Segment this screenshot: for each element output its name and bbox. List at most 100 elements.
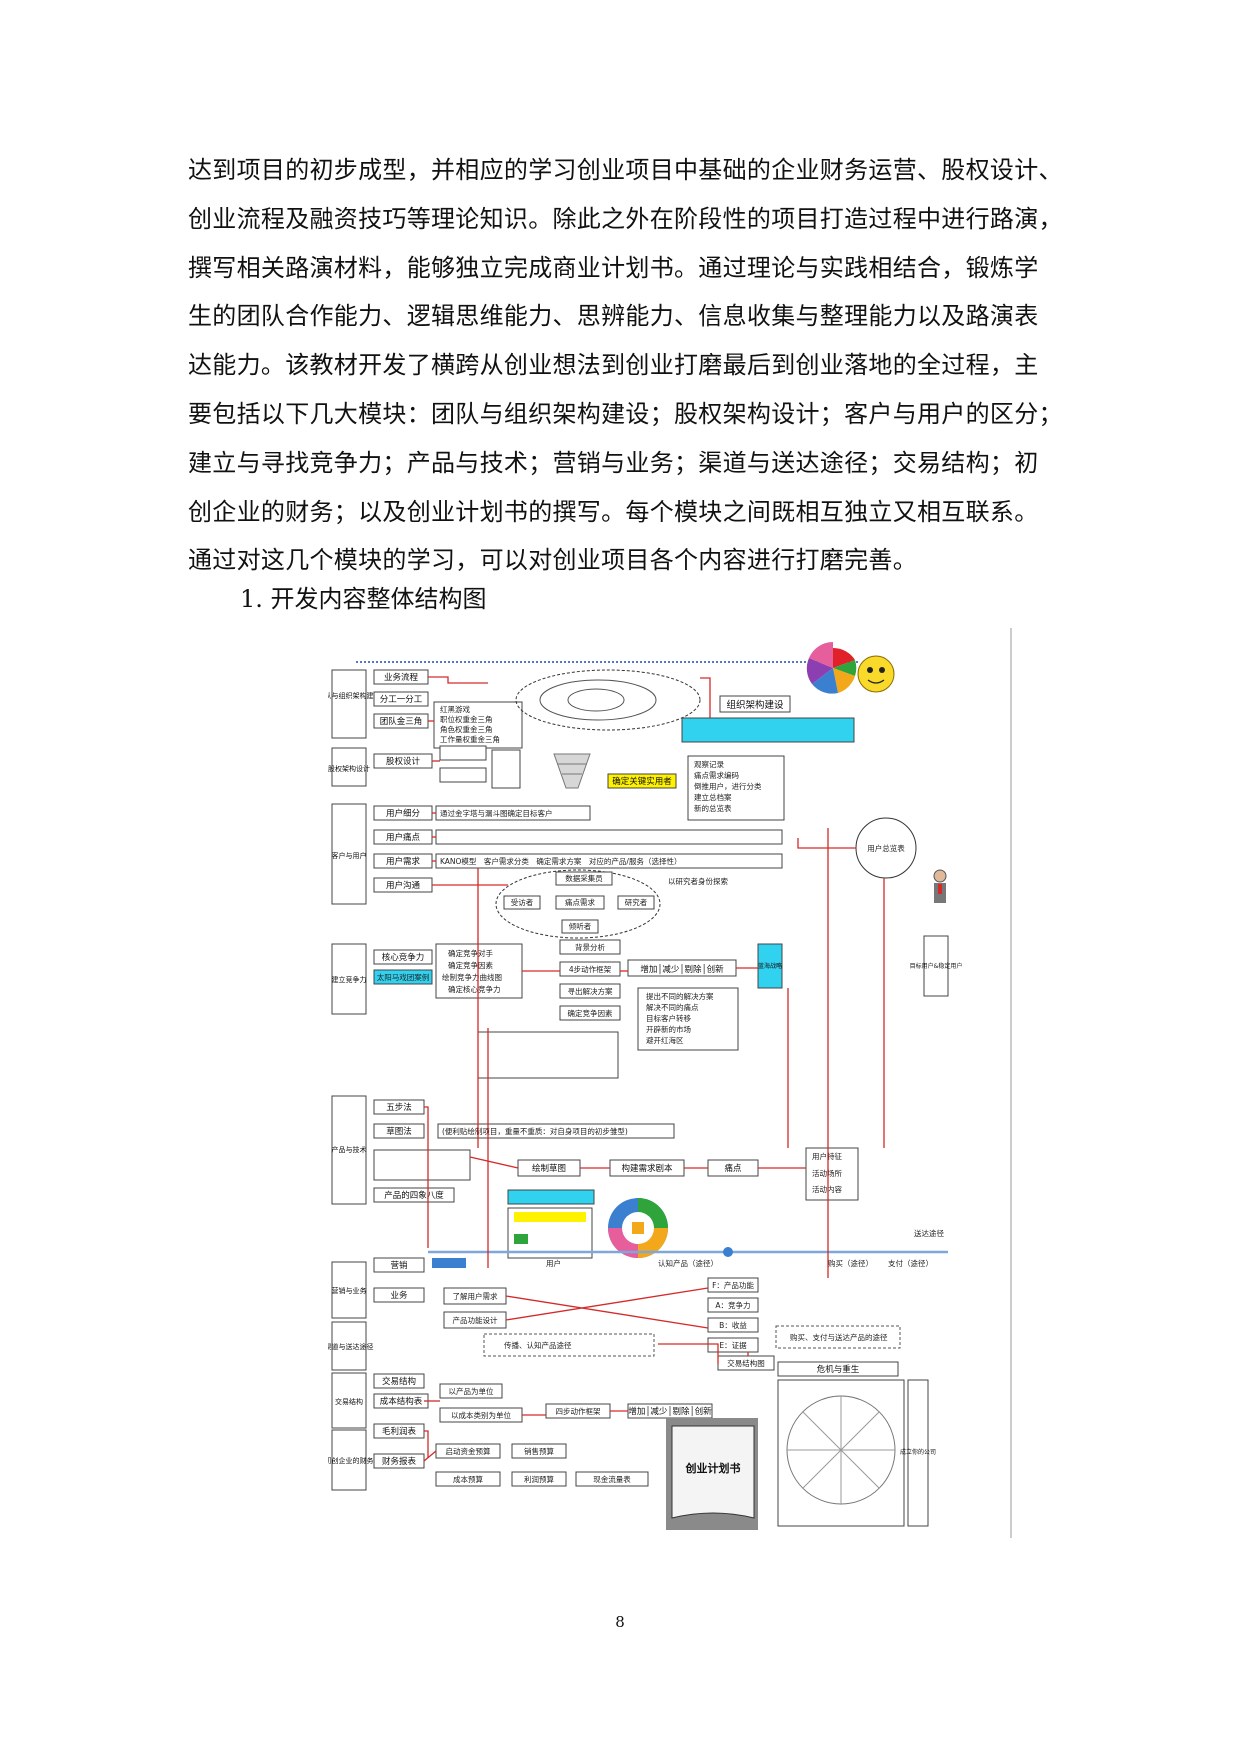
user-overview-label: 用户总览表 <box>867 843 905 853</box>
finance-item: 财务报表 <box>382 1456 417 1467</box>
body-line: 达到项目的初步成型，并相应的学习创业项目中基础的企业财务运营、股权设计、 <box>188 156 1063 184</box>
org-build-label: 组织架构建设 <box>726 699 784 711</box>
target-user-box <box>923 935 949 997</box>
competition-step: 绘制竞争力曲线图 <box>442 972 502 982</box>
section-heading: 1. 开发内容整体结构图 <box>240 585 487 613</box>
structure-diagram: .bx{fill:#fff;stroke:#444;stroke-width:1… <box>328 628 1013 1538</box>
channel-note: 传播、认知产品途径 <box>504 1340 572 1350</box>
customer-note: KANO模型 客户需求分类 确定需求方案 对应的产品/服务（选择性） <box>440 856 681 866</box>
color-wheel-icon <box>806 642 895 694</box>
research-node: 受访者 <box>511 897 534 907</box>
body-paragraph: 达到项目的初步成型，并相应的学习创业项目中基础的企业财务运营、股权设计、 创业流… <box>188 146 1063 585</box>
user-trait: 活动内容 <box>812 1184 842 1194</box>
body-line: 要包括以下几大模块：团队与组织架构建设；股权架构设计；客户与用户的区分； <box>188 399 1063 428</box>
crisis-label: 危机与重生 <box>817 1364 860 1375</box>
research-ellipse <box>495 869 661 939</box>
user-trait: 活动场所 <box>812 1168 842 1178</box>
deal-note: 四步动作框架 <box>556 1406 601 1416</box>
product-item: 产品的四象八度 <box>384 1190 444 1201</box>
deal-note: 交易结构图 <box>727 1358 765 1368</box>
product-flow: 构建需求剧本 <box>621 1163 673 1174</box>
solution-item: 提出不同的解决方案 <box>646 991 714 1001</box>
connector-lines <box>423 676 885 1462</box>
marketing-item: 业务 <box>390 1290 408 1301</box>
funnel-label: 用户 <box>546 1258 561 1268</box>
customer-item: 用户痛点 <box>386 832 421 843</box>
deal-note: 以成本类别为单位 <box>451 1410 511 1420</box>
budget-item: 成本预算 <box>453 1474 483 1484</box>
product-flow: 痛点 <box>724 1163 742 1174</box>
marketing-note: 产品功能设计 <box>453 1315 498 1325</box>
structure-diagram-svg: .bx{fill:#fff;stroke:#444;stroke-width:1… <box>328 628 1012 1538</box>
deal-section: 交易结构 成本结构表 毛利润表 以产品为单位 以成本类别为单位 四步动作框架 增… <box>373 1355 775 1439</box>
solution-item: 目标客户转移 <box>646 1013 691 1023</box>
body-line: 生的团队合作能力、逻辑思维能力、思辨能力、信息收集与整理能力以及路演表 <box>188 302 1039 331</box>
product-section: 五步法 草图法 产品的四象八度 (便利贴绘制项目，重量不重质：对自身项目的初步雏… <box>373 1099 859 1259</box>
person-icon <box>933 869 947 903</box>
customer-note: 通过金字塔与漏斗图确定目标客户 <box>440 808 553 818</box>
customer-section: 用户细分 用户痛点 用户需求 用户沟通 通过金字塔与漏斗图确定目标客户 KANO… <box>373 805 783 939</box>
marketing-section: 营销 业务 用户 认知产品（途径） 购买（途径） 支付（途径） 送达途径 了解用… <box>373 1228 948 1353</box>
customer-item: 用户细分 <box>386 808 421 819</box>
product-flow: 绘制草图 <box>532 1163 566 1174</box>
key-user-label: 确定关键实用者 <box>612 776 672 787</box>
channel-note: 购买、支付与送达产品的途径 <box>790 1332 888 1342</box>
business-plan-scroll: 创业计划书 <box>666 1418 758 1530</box>
body-line: 建立与寻找竞争力；产品与技术；营销与业务；渠道与送达途径；交易结构；初 <box>188 448 1039 477</box>
competition-highlight: 太阳马戏团案例 <box>377 972 430 982</box>
observation-item: 痛点需求编码 <box>694 770 739 780</box>
deal-item: 毛利润表 <box>382 1426 417 1437</box>
fabe-item: A：竞争力 <box>715 1300 750 1310</box>
body-line: 创企业的财务；以及创业计划书的撰写。每个模块之间既相互独立又相互联系。 <box>188 497 1039 526</box>
fabe-item: E：证据 <box>719 1341 747 1350</box>
funnel-label: 支付（途径） <box>888 1258 933 1268</box>
budget-item: 销售预算 <box>524 1446 554 1456</box>
funnel-label: 送达途径 <box>914 1228 944 1238</box>
team-item: 团队金三角 <box>380 716 423 727</box>
marketing-note: 了解用户需求 <box>453 1291 498 1301</box>
observation-item: 观察记录 <box>694 759 724 769</box>
module-product: 产品与技术 <box>332 1145 367 1154</box>
module-column: 团队与组织架构建设 股权架构设计 客户与用户 建立竞争力 产品与技术 营销与业务… <box>328 669 381 1491</box>
body-line: 创业流程及融资技巧等理论知识。除此之外在阶段性的项目打造过程中进行路演， <box>188 204 1063 233</box>
business-plan-label: 创业计划书 <box>685 1461 741 1475</box>
four-actions: 增加│减少│剔除│创新 <box>628 1406 712 1417</box>
funnel-label: 购买（途径） <box>828 1258 873 1268</box>
team-game: 职位权重金三角 <box>440 714 493 724</box>
competition-step: 确定竞争因素 <box>448 960 493 970</box>
budget-item: 现金流量表 <box>593 1474 631 1484</box>
org-highlight-box <box>681 717 855 743</box>
deal-note: 以产品为单位 <box>449 1386 494 1396</box>
page-number: 8 <box>615 1613 625 1631</box>
deal-item: 成本结构表 <box>380 1396 423 1407</box>
team-item: 业务流程 <box>384 672 419 683</box>
crisis-section: 危机与重生 成立你的公司 <box>777 1361 936 1527</box>
competition-analysis: 确定竞争因素 <box>568 1008 613 1018</box>
target-user-label: 目标用户&稳定用户 <box>910 962 963 970</box>
competition-item: 核心竞争力 <box>382 952 425 963</box>
competition-step: 确定核心竞争力 <box>448 984 501 994</box>
budget-item: 利润预算 <box>524 1474 554 1484</box>
four-actions: 增加│减少│剔除│创新 <box>640 964 724 975</box>
solution-item: 解决不同的痛点 <box>646 1002 699 1012</box>
observation-item: 新的总览表 <box>694 803 732 813</box>
module-customer: 客户与用户 <box>332 851 367 860</box>
competition-analysis: 背景分析 <box>575 942 605 952</box>
module-deal: 交易结构 <box>335 1397 363 1406</box>
competition-analysis: 4步动作框架 <box>569 964 612 974</box>
customer-item: 用户沟通 <box>386 880 421 891</box>
team-game: 工作量权重金三角 <box>440 734 500 744</box>
user-trait: 用户特征 <box>812 1151 842 1161</box>
solution-item: 开辟新的市场 <box>646 1024 691 1034</box>
funnel-label: 认知产品（途径） <box>658 1258 718 1268</box>
research-node: 研究者 <box>625 897 648 907</box>
module-equity: 股权架构设计 <box>328 764 370 773</box>
deal-item: 交易结构 <box>382 1376 416 1387</box>
observation-list <box>687 755 785 821</box>
blue-ocean: 蓝海战略 <box>758 962 782 970</box>
solution-item: 避开红海区 <box>646 1035 684 1045</box>
research-node: 痛点需求 <box>565 897 595 907</box>
found-company-label: 成立你的公司 <box>900 1448 936 1456</box>
competition-step: 确定竞争对手 <box>448 948 493 958</box>
body-line: 撰写相关路演材料，能够独立完成商业计划书。通过理论与实践相结合，锻炼学 <box>188 253 1039 282</box>
